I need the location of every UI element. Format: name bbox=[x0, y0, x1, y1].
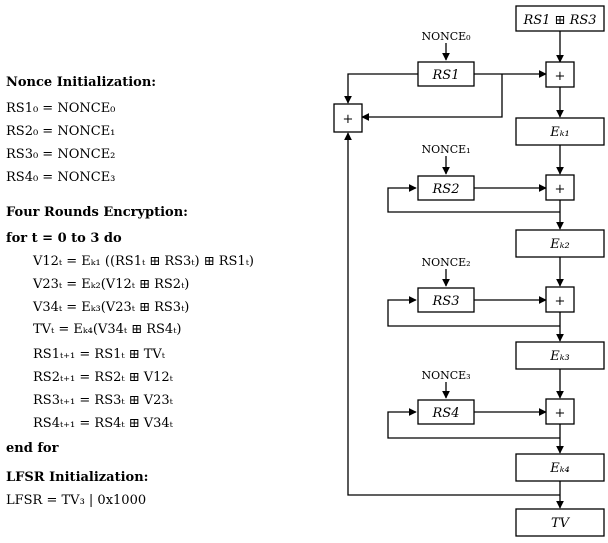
lfsr-line: LFSR = TV₃ | 0x1000 bbox=[6, 493, 147, 508]
algorithm-panel: Nonce Initialization: RS1₀ = NONCE₀ RS2₀… bbox=[6, 75, 254, 508]
register-label-rs3: RS3 bbox=[432, 294, 460, 309]
adder-1 bbox=[545, 61, 575, 88]
adder-label-3: + bbox=[555, 294, 566, 309]
adder-feedback bbox=[333, 103, 363, 133]
register-label-rs4: RS4 bbox=[432, 406, 460, 421]
encryptor-box-3 bbox=[515, 341, 605, 370]
register-box-rs1 bbox=[417, 61, 475, 87]
nonce-line-4: RS4₀ = NONCE₃ bbox=[6, 170, 116, 185]
combined-register-label: RS1 ⊞ RS3 bbox=[522, 13, 596, 28]
loop-end: end for bbox=[6, 441, 59, 456]
nonce-label-2: NONCE₂ bbox=[421, 256, 470, 269]
nonce-line-1: RS1₀ = NONCE₀ bbox=[6, 101, 116, 116]
encryptor-box-1 bbox=[515, 117, 605, 146]
nonce-label-3: NONCE₃ bbox=[421, 369, 470, 382]
loop-line-5: RS1ₜ₊₁ = RS1ₜ ⊞ TVₜ bbox=[33, 347, 165, 362]
register-label-rs2: RS2 bbox=[432, 182, 460, 197]
nonce-label-0: NONCE₀ bbox=[421, 30, 471, 43]
output-label: TV bbox=[551, 516, 571, 531]
output-box bbox=[515, 508, 605, 537]
rounds-heading: Four Rounds Encryption: bbox=[6, 205, 188, 220]
loop-line-2: V23ₜ = Eₖ₂(V12ₜ ⊞ RS2ₜ) bbox=[33, 277, 190, 292]
combined-register-box bbox=[515, 5, 605, 32]
encryptor-label-1: Eₖ₁ bbox=[549, 125, 569, 140]
loop-line-1: V12ₜ = Eₖ₁ ((RS1ₜ ⊞ RS3ₜ) ⊞ RS1ₜ) bbox=[33, 254, 254, 269]
adder-3 bbox=[545, 286, 575, 313]
encryptor-label-2: Eₖ₂ bbox=[549, 237, 569, 252]
adder-2 bbox=[545, 174, 575, 201]
register-box-rs3 bbox=[417, 287, 475, 313]
loop-line-3: V34ₜ = Eₖ₃(V23ₜ ⊞ RS3ₜ) bbox=[33, 300, 190, 315]
encryptor-box-2 bbox=[515, 229, 605, 258]
nonce-init-heading: Nonce Initialization: bbox=[6, 75, 157, 90]
loop-start: for t = 0 to 3 do bbox=[6, 231, 122, 246]
nonce-line-3: RS3₀ = NONCE₂ bbox=[6, 147, 116, 162]
loop-line-6: RS2ₜ₊₁ = RS2ₜ ⊞ V12ₜ bbox=[33, 370, 173, 385]
loop-line-7: RS3ₜ₊₁ = RS3ₜ ⊞ V23ₜ bbox=[33, 393, 173, 408]
adder-label-4: + bbox=[555, 406, 566, 421]
register-label-rs1: RS1 bbox=[432, 68, 460, 83]
lfsr-heading: LFSR Initialization: bbox=[6, 470, 149, 485]
adder-label-feedback: + bbox=[343, 112, 354, 127]
encryptor-box-4 bbox=[515, 453, 605, 482]
nonce-label-1: NONCE₁ bbox=[421, 143, 470, 156]
adder-label-1: + bbox=[555, 69, 566, 84]
loop-line-4: TVₜ = Eₖ₄(V34ₜ ⊞ RS4ₜ) bbox=[33, 322, 182, 337]
register-box-rs4 bbox=[417, 399, 475, 425]
adder-label-2: + bbox=[555, 182, 566, 197]
register-box-rs2 bbox=[417, 175, 475, 201]
encryptor-label-4: Eₖ₄ bbox=[549, 461, 569, 476]
adder-4 bbox=[545, 398, 575, 425]
loop-line-8: RS4ₜ₊₁ = RS4ₜ ⊞ V34ₜ bbox=[33, 416, 173, 431]
nonce-line-2: RS2₀ = NONCE₁ bbox=[6, 124, 116, 139]
encryptor-label-3: Eₖ₃ bbox=[549, 349, 569, 364]
